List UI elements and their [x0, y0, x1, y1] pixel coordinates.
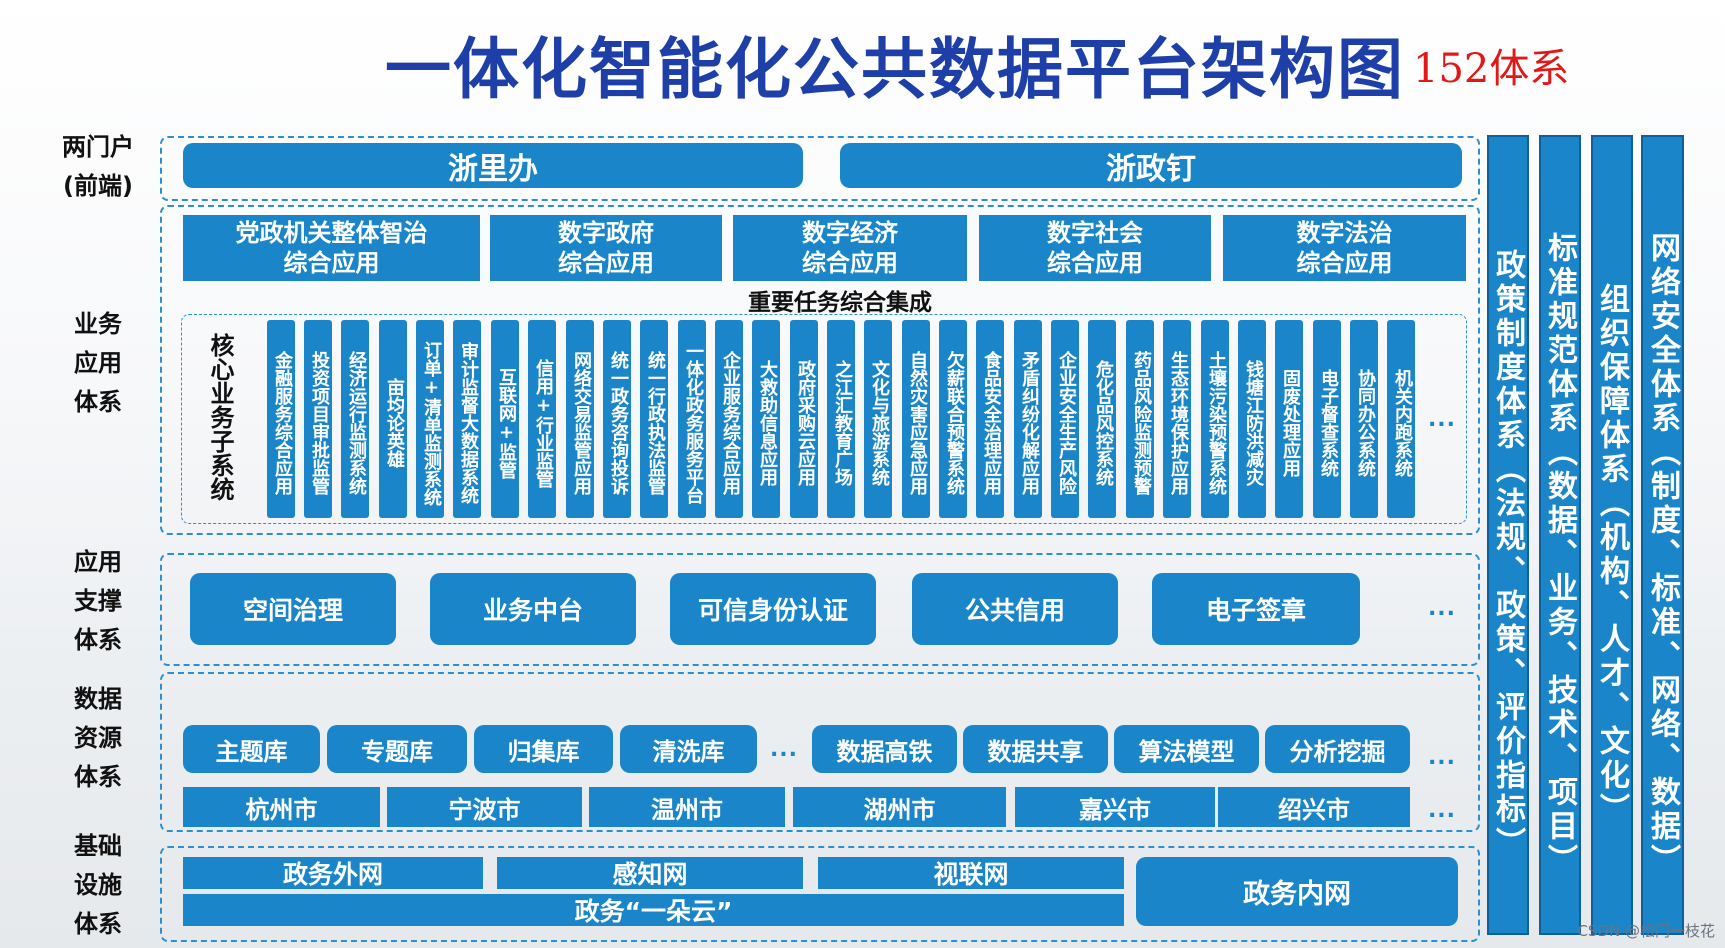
- subsystem-item: 投资项目审批监管: [304, 320, 332, 518]
- side-bar-standards: 标准规范体系（数据、业务、技术、项目）: [1539, 135, 1581, 935]
- support-esign: 电子签章: [1152, 573, 1360, 645]
- data-share: 数据共享: [963, 725, 1108, 773]
- data-theme-db: 主题库: [183, 725, 320, 773]
- infra-sensor-net: 感知网: [497, 857, 803, 889]
- cities-more: ...: [1427, 798, 1457, 823]
- data-row1-mid-more: ...: [769, 737, 799, 762]
- business-section: [160, 205, 1480, 535]
- subsystem-item: 一体化政务服务平台: [678, 320, 706, 518]
- city-huzhou: 湖州市: [793, 787, 1006, 827]
- app-digital-law: 数字法治综合应用: [1223, 215, 1466, 281]
- subsystem-item: 互联网+监管: [491, 320, 519, 518]
- core-subsystems-box: [181, 314, 1467, 524]
- subsystem-item: 亩均论英雄: [379, 320, 407, 518]
- app-party-gov: 党政机关整体智治综合应用: [183, 215, 480, 281]
- support-credit: 公共信用: [912, 573, 1118, 645]
- data-collect-db: 归集库: [474, 725, 613, 773]
- page-title: 一体化智能化公共数据平台架构图: [385, 31, 1405, 108]
- row-label-support: 应用 支撑 体系: [74, 548, 122, 654]
- subsystem-item: 钱塘江防洪减灾: [1238, 320, 1266, 518]
- data-mining: 分析挖掘: [1265, 725, 1410, 773]
- app-digital-society: 数字社会综合应用: [979, 215, 1211, 281]
- data-topic-db: 专题库: [327, 725, 467, 773]
- data-row1-more: ...: [1427, 745, 1457, 770]
- support-section: [160, 553, 1480, 666]
- row-label-data: 数据 资源 体系: [74, 685, 122, 791]
- subsystem-item: 统一政务咨询投诉: [603, 320, 631, 518]
- row-label-infra: 基础 设施 体系: [74, 832, 122, 938]
- subsystem-item: 自然灾害应急应用: [902, 320, 930, 518]
- subsystem-item: 经济运行监测系统: [341, 320, 369, 518]
- app-digital-economy: 数字经济综合应用: [733, 215, 967, 281]
- infra-intranet: 政务内网: [1136, 857, 1458, 926]
- subsystem-item: 企业服务综合应用: [715, 320, 743, 518]
- infra-cloud: 政务“一朵云”: [183, 894, 1124, 926]
- portal-zhezhengding: 浙政钉: [840, 143, 1462, 188]
- subsystem-item: 固废处理应用: [1275, 320, 1303, 518]
- data-hsr: 数据高铁: [812, 725, 957, 773]
- app-digital-gov: 数字政府综合应用: [490, 215, 722, 281]
- portal-zheliban: 浙里办: [183, 143, 803, 188]
- subsystem-item: 欠薪联合预警系统: [939, 320, 967, 518]
- infra-video-net: 视联网: [818, 857, 1124, 889]
- subsystem-item: 大救助信息应用: [752, 320, 780, 518]
- subsystem-item: 药品风险监测预警: [1126, 320, 1154, 518]
- support-more: ...: [1427, 596, 1457, 621]
- portal-section: [160, 136, 1480, 201]
- page-subtitle: 152体系: [1413, 46, 1570, 92]
- subsystem-item: 土壤污染预警系统: [1201, 320, 1229, 518]
- subsystem-more: ...: [1427, 407, 1457, 432]
- subsystem-item: 危化品风控系统: [1088, 320, 1116, 518]
- side-bar-policy: 政策制度体系（法规、政策、评价指标）: [1487, 135, 1529, 935]
- subsystem-item: 信用+行业监管: [528, 320, 556, 518]
- support-identity: 可信身份认证: [670, 573, 876, 645]
- subsystem-item: 订单+清单监测系统: [416, 320, 444, 518]
- support-business-middle: 业务中台: [430, 573, 636, 645]
- subsystem-item: 生态环境保护应用: [1163, 320, 1191, 518]
- subsystem-item: 电子督查系统: [1313, 320, 1341, 518]
- city-wenzhou: 温州市: [589, 787, 785, 827]
- city-ningbo: 宁波市: [387, 787, 582, 827]
- row-label-portal: 两门户 (前端): [62, 133, 134, 200]
- row-label-business: 业务 应用 体系: [74, 310, 122, 416]
- data-section: [160, 672, 1480, 832]
- subsystem-item: 机关内跑系统: [1387, 320, 1415, 518]
- support-spatial: 空间治理: [190, 573, 396, 645]
- city-shaoxing: 绍兴市: [1218, 787, 1410, 827]
- subsystem-item: 之江汇教育广场: [827, 320, 855, 518]
- subsystem-item: 协同办公系统: [1350, 320, 1378, 518]
- integration-label: 重要任务综合集成: [748, 290, 932, 316]
- subsystem-item: 矛盾纠纷化解应用: [1014, 320, 1042, 518]
- city-hangzhou: 杭州市: [183, 787, 380, 827]
- data-clean-db: 清洗库: [620, 725, 757, 773]
- watermark: CSDN @松门一枝花: [1577, 922, 1715, 940]
- infra-section: [160, 846, 1480, 942]
- subsystem-item: 文化与旅游系统: [864, 320, 892, 518]
- city-jiaxing: 嘉兴市: [1015, 787, 1215, 827]
- subsystem-item: 食品安全治理应用: [976, 320, 1004, 518]
- core-label: 核心业务子系统: [206, 333, 234, 501]
- side-bar-organization: 组织保障体系（机构、人才、文化）: [1591, 135, 1633, 935]
- side-bar-security: 网络安全体系（制度、标准、网络、数据）: [1641, 135, 1684, 935]
- subsystem-item: 金融服务综合应用: [267, 320, 295, 518]
- subsystem-item: 企业安全生产风险: [1051, 320, 1079, 518]
- infra-extranet: 政务外网: [183, 857, 483, 889]
- subsystem-item: 统一行政执法监管: [640, 320, 668, 518]
- subsystem-item: 政府采购云应用: [790, 320, 818, 518]
- data-algorithm: 算法模型: [1114, 725, 1259, 773]
- subsystem-item: 审计监督大数据系统: [453, 320, 481, 518]
- subsystem-item: 网络交易监管应用: [566, 320, 594, 518]
